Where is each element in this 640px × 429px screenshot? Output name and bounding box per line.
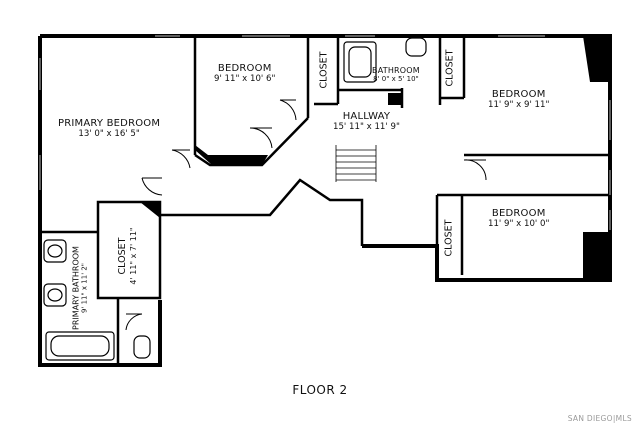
hallway-label: HALLWAY 15' 11" x 11' 9" — [333, 111, 400, 132]
bathtub-icon — [45, 331, 115, 361]
bathroom-label: BATHROOM 8' 0" x 5' 10" — [372, 66, 420, 83]
bedroom-right-top-label: BEDROOM 11' 9" x 9' 11" — [488, 89, 549, 110]
room-name: BEDROOM — [217, 63, 272, 74]
room-dimensions: 13' 0" x 16' 5" — [78, 128, 140, 139]
toilet-icon — [405, 37, 427, 57]
stairs — [335, 145, 377, 182]
room-dimensions: 9' 11" x 11' 2" — [80, 262, 89, 314]
room-name: PRIMARY BATHROOM — [71, 246, 81, 330]
room-name: PRIMARY BEDROOM — [58, 118, 161, 129]
room-dimensions: 11' 9" x 10' 0" — [488, 218, 550, 229]
closet-top-label: CLOSET — [318, 51, 331, 89]
room-name: BEDROOM — [491, 208, 546, 219]
room-name: CLOSET — [318, 51, 330, 89]
primary-bedroom-label: PRIMARY BEDROOM 13' 0" x 16' 5" — [58, 118, 160, 139]
toilet-icon — [133, 335, 151, 359]
room-name: CLOSET — [116, 237, 128, 275]
interior-walls — [40, 36, 610, 365]
room-name: CLOSET — [444, 49, 456, 87]
closet-primary-label: CLOSET 4' 11" x 7' 11" — [116, 227, 138, 285]
bedroom-right-bottom-label: BEDROOM 11' 9" x 10' 0" — [488, 208, 549, 229]
closet-right-top-label: CLOSET — [444, 49, 457, 87]
room-dimensions: 11' 9" x 9' 11" — [488, 99, 550, 110]
watermark: SAN DIEGO|MLS — [567, 414, 632, 423]
room-name: HALLWAY — [342, 111, 391, 122]
door-swings — [125, 99, 487, 331]
wall-blocks — [140, 36, 610, 280]
room-name: BEDROOM — [491, 89, 546, 100]
windows — [39, 35, 611, 230]
room-name: BATHROOM — [372, 66, 420, 75]
room-dimensions: 8' 0" x 5' 10" — [373, 75, 419, 84]
room-dimensions: 9' 11" x 10' 6" — [214, 73, 276, 84]
sink-icon — [43, 283, 67, 307]
primary-bathroom-label: PRIMARY BATHROOM 9' 11" x 11' 2" — [71, 246, 88, 330]
room-name: CLOSET — [443, 219, 455, 257]
bedroom-top-label: BEDROOM 9' 11" x 10' 6" — [214, 63, 275, 84]
floor-label: FLOOR 2 — [292, 383, 348, 397]
room-dimensions: 4' 11" x 7' 11" — [128, 227, 138, 285]
fixtures — [43, 37, 427, 361]
closet-right-bottom-label: CLOSET — [443, 219, 456, 257]
room-dimensions: 15' 11" x 11' 9" — [333, 121, 400, 132]
sink-icon — [43, 239, 67, 263]
bathtub-icon — [343, 41, 377, 83]
